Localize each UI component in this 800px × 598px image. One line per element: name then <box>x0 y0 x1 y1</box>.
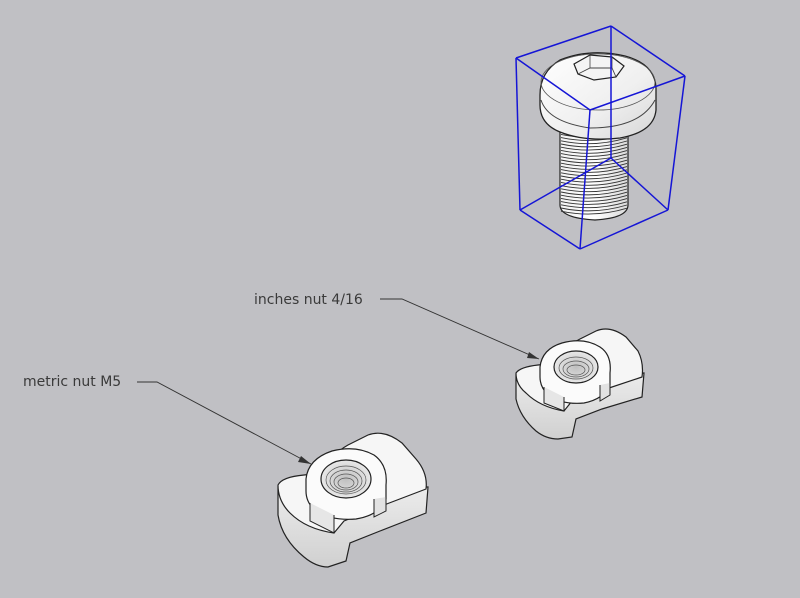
thread-line <box>560 143 628 151</box>
thread-line <box>560 201 628 209</box>
thread-line <box>560 169 628 177</box>
inches-nut-model[interactable] <box>515 328 645 440</box>
thread-line <box>560 159 628 167</box>
thread-line <box>560 194 628 202</box>
selection-bounding-box <box>515 25 686 250</box>
thread-line <box>560 175 628 183</box>
thread-line <box>560 191 628 199</box>
thread-line <box>560 182 628 189</box>
thread-line <box>560 137 628 145</box>
thread-line <box>560 172 628 180</box>
thread-line <box>560 162 628 170</box>
thread-line <box>560 204 628 212</box>
callout-leader-metric <box>137 381 312 465</box>
thread-line <box>560 188 628 196</box>
thread-line <box>560 207 628 215</box>
metric-nut-model[interactable] <box>277 432 429 568</box>
thread-line <box>560 156 628 164</box>
bolt-head <box>539 52 657 140</box>
thread-line <box>560 140 628 148</box>
thread-line <box>560 153 628 161</box>
thread-line <box>560 146 628 154</box>
callout-label-inches-nut[interactable]: inches nut 4/16 <box>254 292 363 308</box>
thread-line <box>560 166 628 173</box>
thread-line <box>560 150 628 157</box>
callout-label-metric-nut[interactable]: metric nut M5 <box>23 374 122 390</box>
callout-leader-inches <box>380 298 540 360</box>
thread-line <box>560 198 628 205</box>
thread-line <box>560 185 628 193</box>
bolt-model[interactable] <box>515 25 686 250</box>
